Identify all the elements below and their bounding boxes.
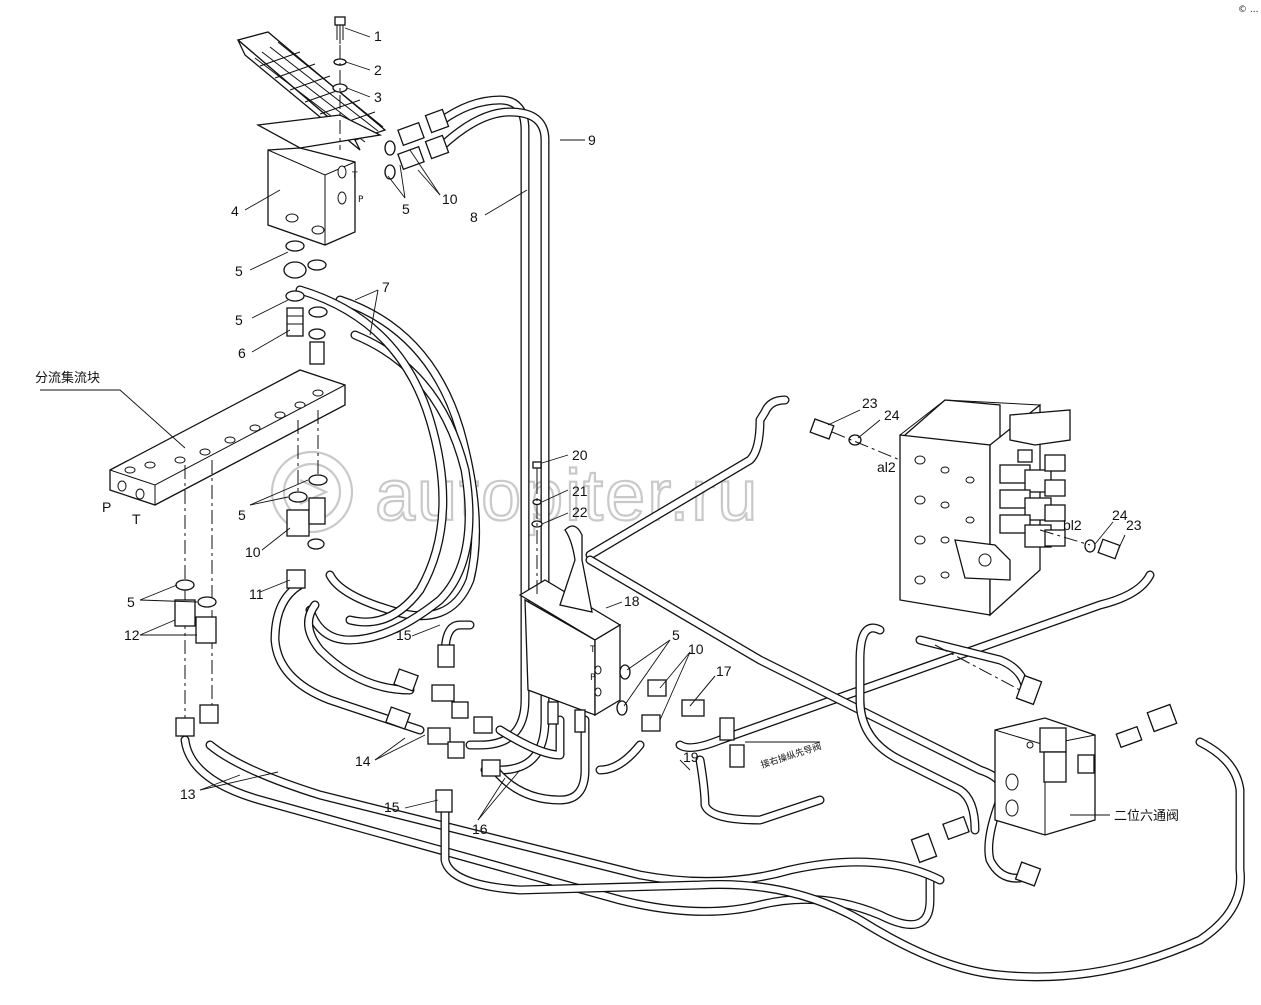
- valve-port-t: T: [589, 645, 596, 655]
- callout-5f: 5: [672, 627, 680, 643]
- solenoid-stack: [999, 454, 1066, 548]
- callout-3: 3: [374, 89, 382, 105]
- callout-23b: 23: [1126, 517, 1142, 533]
- callout-21: 21: [572, 483, 588, 499]
- hose-set: [180, 95, 1245, 982]
- callout-10c: 10: [688, 641, 704, 657]
- hose-11: [270, 580, 425, 735]
- callout-22: 22: [572, 504, 588, 520]
- callout-14: 14: [355, 753, 371, 769]
- callout-1: 1: [374, 28, 382, 44]
- flow-divider-block: P T: [102, 369, 346, 720]
- port-label-b: bl2: [1063, 517, 1082, 533]
- callout-2: 2: [374, 62, 382, 78]
- callout-labels: 1 2 3 4 5 5 5 5 5 5 6 7 8 9 10 10 10 11 …: [124, 28, 1142, 837]
- callout-17: 17: [716, 663, 732, 679]
- callout-5a: 5: [402, 201, 410, 217]
- callout-5c: 5: [235, 312, 243, 328]
- label-flow-block: 分流集流块: [35, 370, 100, 386]
- main-control-valve: al2 bl2: [809, 399, 1121, 691]
- callout-11: 11: [249, 586, 264, 602]
- foot-pedal-valve: T P: [236, 16, 450, 365]
- callout-13: 13: [180, 786, 196, 802]
- hose-b-port: [675, 570, 1155, 753]
- tee-fittings-14: [385, 644, 501, 813]
- pilot-valve-18: T P: [518, 461, 745, 768]
- watermark-text: autopiter.ru: [375, 456, 759, 536]
- fittings-under-pedal: [283, 240, 328, 365]
- valve-port-p: P: [590, 673, 596, 683]
- hose-19: [595, 740, 825, 825]
- callout-5d: 5: [238, 507, 246, 523]
- callout-24b: 24: [1112, 507, 1128, 523]
- two-position-six-way-valve: [910, 674, 1178, 887]
- callout-19: 19: [683, 749, 699, 765]
- leader-lines: [40, 27, 1126, 821]
- hose-9: [435, 107, 550, 775]
- callout-4: 4: [231, 203, 239, 219]
- flow-block-fittings: [174, 474, 328, 737]
- hose-16: [490, 715, 590, 805]
- block-port-p: P: [102, 499, 111, 515]
- label-two-position-valve: 二位六通阀: [1114, 809, 1179, 824]
- hose-cross: [585, 555, 1025, 883]
- callout-15b: 15: [384, 799, 400, 815]
- callout-5e: 5: [127, 594, 135, 610]
- pedal-port-t: T: [351, 171, 358, 181]
- callout-5b: 5: [235, 263, 243, 279]
- hose-13: [180, 735, 945, 930]
- fittings-10-top: [384, 108, 450, 180]
- callout-10b: 10: [245, 544, 261, 560]
- hose-7: [295, 285, 481, 645]
- block-port-t: T: [132, 511, 141, 527]
- callout-24a: 24: [884, 407, 900, 423]
- callout-6: 6: [238, 345, 246, 361]
- callout-8: 8: [470, 209, 478, 225]
- callout-20: 20: [572, 447, 588, 463]
- callout-18: 18: [624, 593, 640, 609]
- callout-16: 16: [472, 821, 488, 837]
- block-holes: [117, 389, 324, 500]
- callout-15a: 15: [396, 627, 412, 643]
- hose-bottom-loop: [440, 737, 1245, 982]
- corner-mark: © ...: [1238, 5, 1258, 15]
- callout-10a: 10: [442, 191, 458, 207]
- callout-23a: 23: [862, 395, 878, 411]
- callout-12: 12: [124, 627, 140, 643]
- callout-9: 9: [588, 132, 596, 148]
- hose-a-port: [585, 395, 790, 560]
- pedal-port-p: P: [358, 195, 364, 205]
- label-pilot-note: 接右操纵先导阀: [759, 740, 823, 771]
- port-label-a: al2: [877, 459, 896, 475]
- callout-7: 7: [382, 279, 390, 295]
- bolt-1: [334, 16, 346, 44]
